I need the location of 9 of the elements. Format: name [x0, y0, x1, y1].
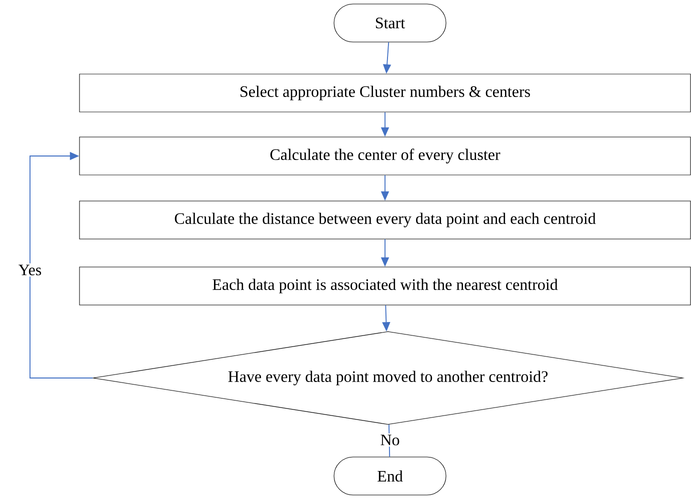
- terminal-box: End: [334, 456, 446, 496]
- process-box: Calculate the center of every cluster: [79, 136, 691, 176]
- edge-label: Yes: [17, 263, 43, 277]
- process-box: Each data point is associated with the nearest centroid: [79, 266, 691, 306]
- arrow: [30, 152, 94, 378]
- process-box: Select appropriate Cluster numbers & centers: [79, 74, 691, 112]
- terminal-box: Start: [334, 4, 446, 42]
- edge-label: No: [378, 433, 402, 447]
- process-box: Calculate the distance between every data point and each centroid: [79, 200, 691, 240]
